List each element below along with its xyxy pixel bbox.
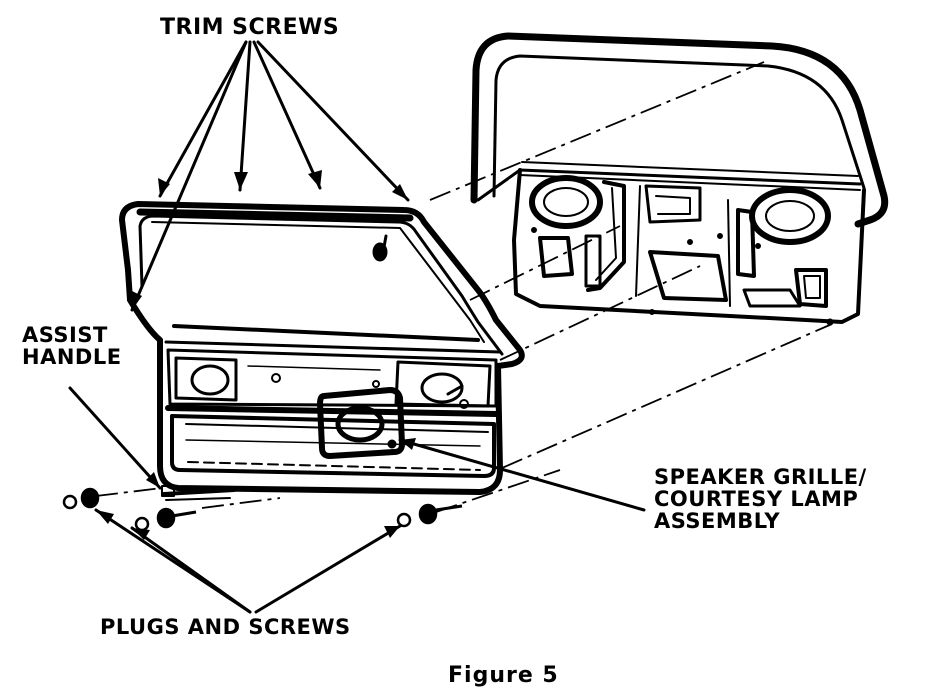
arrowheads (96, 170, 416, 540)
label-speaker-grille: SPEAKER GRILLE/ COURTESY LAMP ASSEMBLY (654, 466, 867, 532)
label-plugs-and-screws: PLUGS AND SCREWS (100, 615, 351, 639)
label-assist-handle: ASSIST HANDLE (22, 324, 122, 368)
label-speaker-grille-line-2: COURTESY LAMP (654, 487, 859, 512)
label-assist-handle-line-2: HANDLE (22, 345, 122, 370)
plugs-and-screws (62, 487, 463, 532)
label-trim-screws: TRIM SCREWS (160, 15, 340, 40)
label-assist-handle-line-1: ASSIST (22, 323, 108, 347)
leader-arrows (68, 40, 646, 614)
label-speaker-grille-line-3: ASSEMBLY (654, 509, 781, 534)
label-speaker-grille-line-1: SPEAKER GRILLE/ (654, 465, 867, 489)
door-inner-panel (470, 32, 889, 326)
figure-caption: Figure 5 (448, 663, 559, 688)
assembly-lines (95, 61, 833, 513)
door-trim-panel (119, 201, 525, 501)
